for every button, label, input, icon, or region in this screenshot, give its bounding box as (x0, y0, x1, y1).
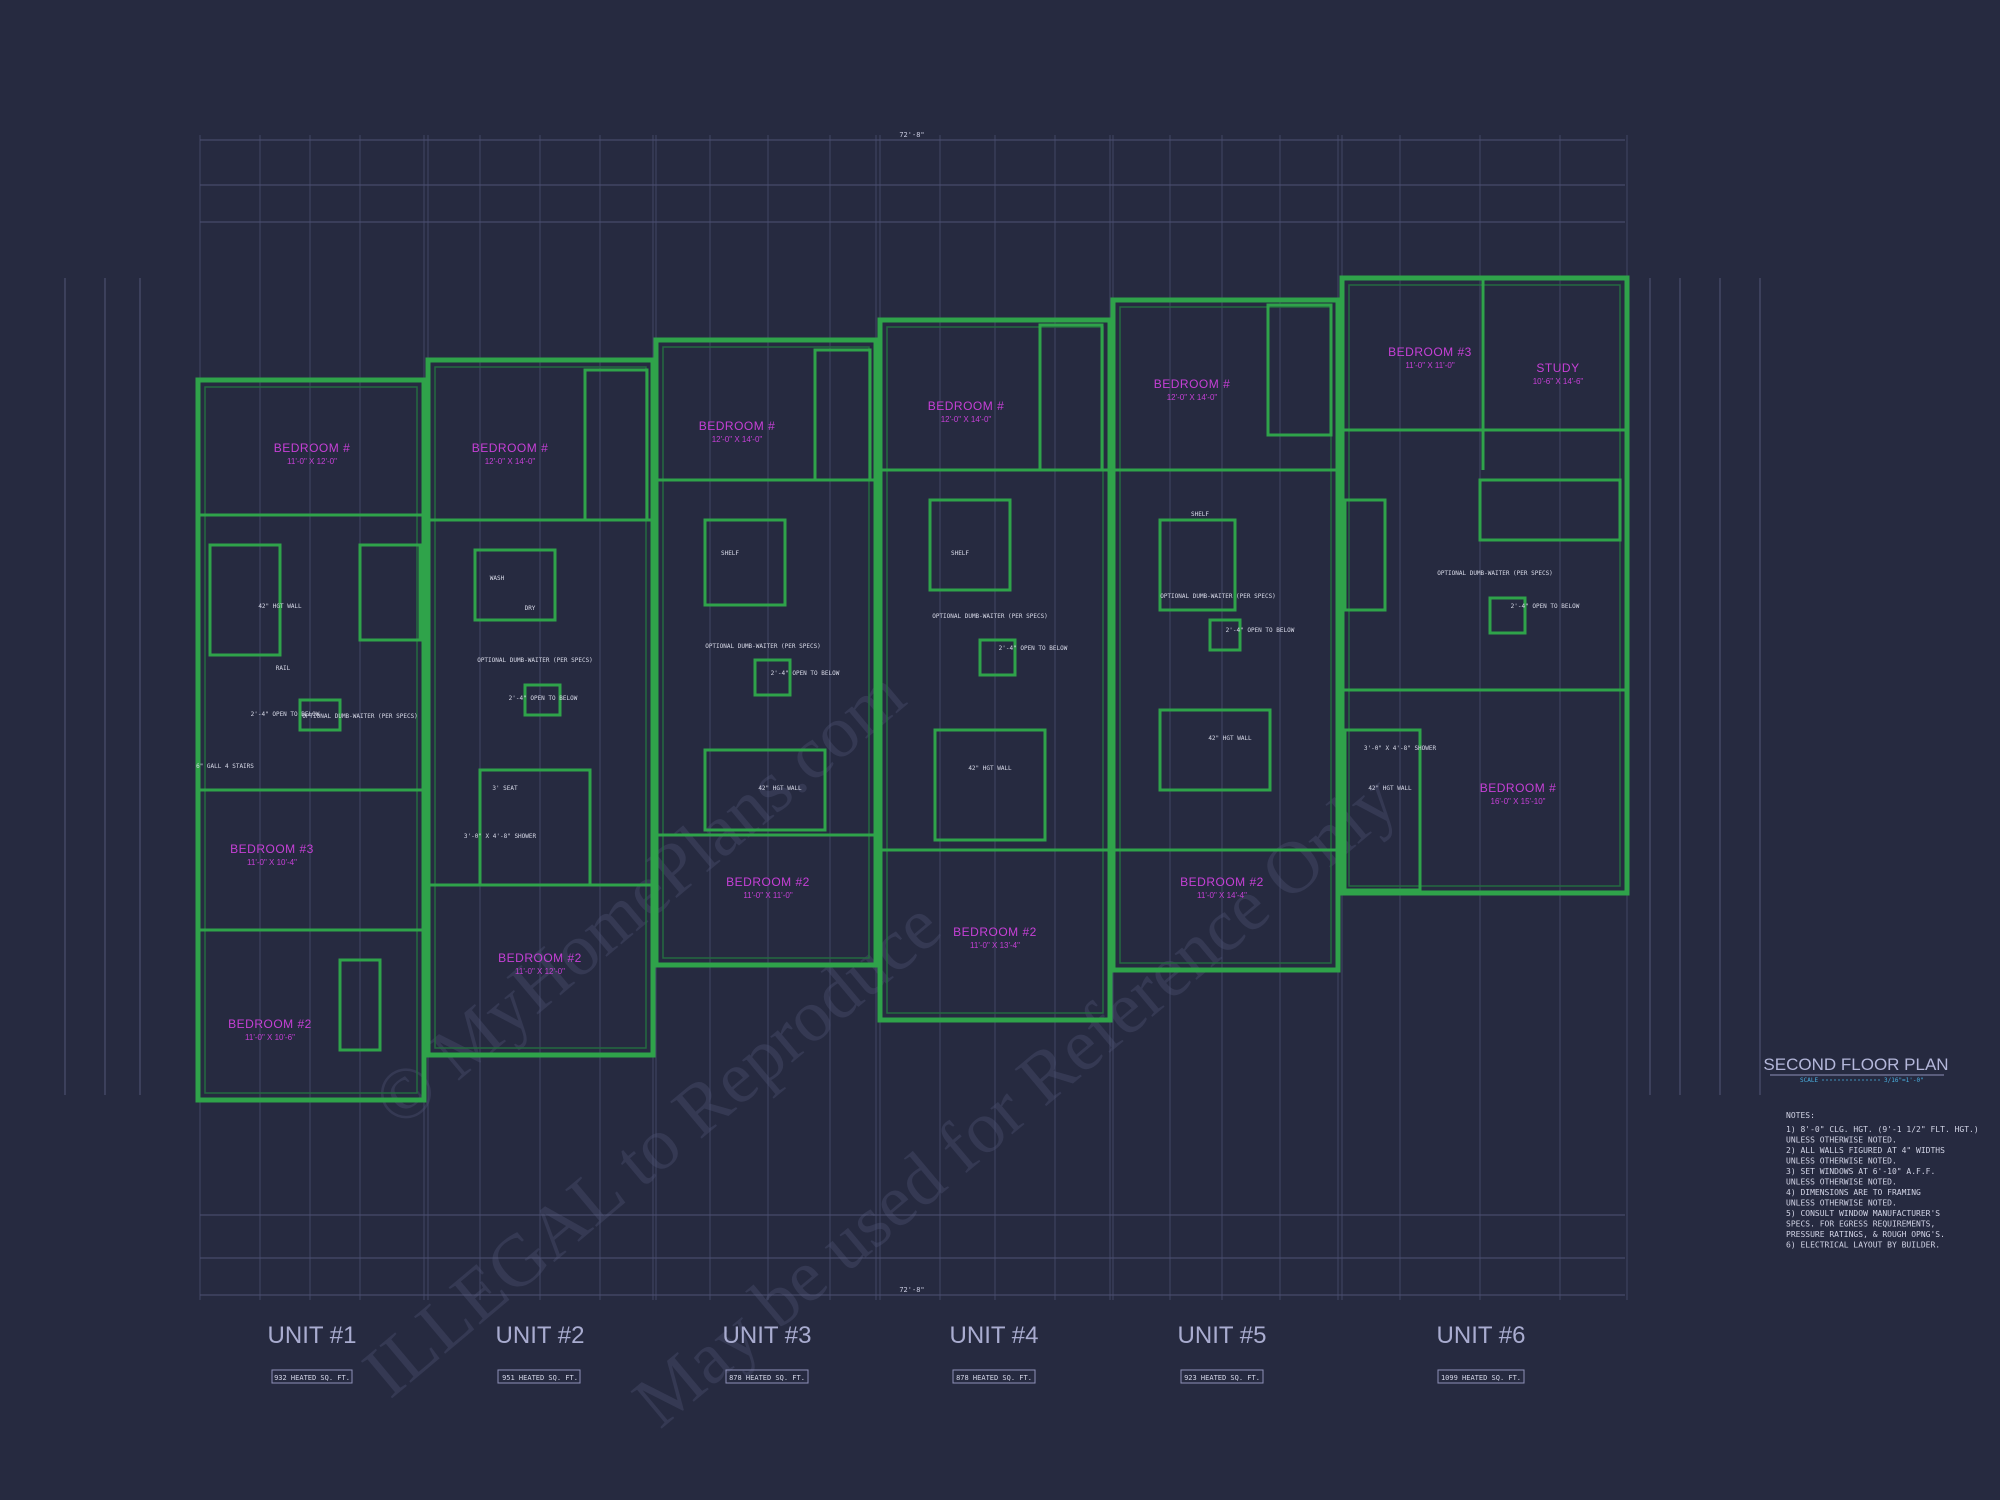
fixture-label: RAIL (276, 665, 291, 672)
room-size: 12'-0" X 14'-0" (941, 415, 992, 424)
room-size: 12'-0" X 14'-0" (1167, 393, 1218, 402)
fixture-label: 2'-4" OPEN TO BELOW (251, 711, 320, 718)
fixture-label: 2'-4" OPEN TO BELOW (1511, 603, 1580, 610)
fixture-label: SHELF (1191, 511, 1209, 518)
note-line: UNLESS OTHERWISE NOTED. (1786, 1136, 1897, 1145)
fixture-label: 3' SEAT (492, 785, 518, 792)
overall-dim-top: 72'-8" (899, 131, 924, 139)
plan-notes: NOTES: 1) 8'-0" CLG. HGT. (9'-1 1/2" FLT… (1786, 1111, 1979, 1250)
fixture-label: 42" HGT WALL (258, 603, 302, 610)
room-name: BEDROOM # (1154, 377, 1231, 391)
unit-title: UNIT #1 (268, 1322, 357, 1349)
fixture-label: 2'-4" OPEN TO BELOW (509, 695, 578, 702)
room-name: BEDROOM # (274, 441, 351, 455)
fixture-label: OPTIONAL DUMB-WAITER (PER SPECS) (1160, 593, 1276, 600)
scale-label: SCALE (1800, 1077, 1818, 1084)
room-name: BEDROOM #2 (1180, 875, 1264, 889)
fixture-label: 2'-4" OPEN TO BELOW (999, 645, 1068, 652)
plan-title-block: SECOND FLOOR PLAN SCALE 3/16"=1'-0" (1763, 1055, 1948, 1084)
watermark-line-1: © MyHomePlans.com (358, 653, 920, 1143)
fixture-label: 2'-4" OPEN TO BELOW (771, 670, 840, 677)
fixture-label: 42" HGT WALL (1208, 735, 1252, 742)
unit-labels: UNIT #1 932 HEATED SQ. FT. UNIT #2 951 H… (268, 1322, 1526, 1384)
fixture-label: 3'-0" X 4'-8" SHOWER (464, 833, 537, 840)
unit-sqft: 932 HEATED SQ. FT. (274, 1374, 350, 1382)
plan-title: SECOND FLOOR PLAN (1763, 1055, 1948, 1074)
note-line: 3) SET WINDOWS AT 6'-10" A.F.F. (1786, 1167, 1935, 1176)
room-name: BEDROOM #2 (726, 875, 810, 889)
unit-title: UNIT #5 (1178, 1322, 1267, 1349)
room-size: 11'-0" X 11'-0" (743, 891, 793, 900)
unit-sqft: 878 HEATED SQ. FT. (729, 1374, 805, 1382)
room-name: BEDROOM # (928, 399, 1005, 413)
unit-sqft: 878 HEATED SQ. FT. (956, 1374, 1032, 1382)
unit-title: UNIT #6 (1437, 1322, 1526, 1349)
room-size: 11'-0" X 12'-0" (287, 457, 337, 466)
notes-header: NOTES: (1786, 1111, 1815, 1120)
note-line: 4) DIMENSIONS ARE TO FRAMING (1786, 1188, 1921, 1197)
dimension-lines (64, 139, 1761, 1296)
note-line: 5) CONSULT WINDOW MANUFACTURER'S (1786, 1209, 1940, 1218)
room-size: 11'-0" X 10'-4" (247, 858, 297, 867)
note-line: UNLESS OTHERWISE NOTED. (1786, 1157, 1897, 1166)
scale-value: 3/16"=1'-0" (1884, 1077, 1924, 1084)
unit-sqft: 951 HEATED SQ. FT. (502, 1374, 578, 1382)
room-name: BEDROOM # (699, 419, 776, 433)
fixture-label: 6" GALL 4 STAIRS (196, 763, 254, 770)
room-name: BEDROOM #2 (228, 1017, 312, 1031)
note-line: UNLESS OTHERWISE NOTED. (1786, 1199, 1897, 1208)
fixture-label: 42" HGT WALL (968, 765, 1012, 772)
room-name: BEDROOM #2 (953, 925, 1037, 939)
room-size: 16'-0" X 15'-10" (1491, 797, 1546, 806)
room-size: 12'-0" X 14'-0" (712, 435, 763, 444)
unit-sqft: 923 HEATED SQ. FT. (1184, 1374, 1260, 1382)
fixture-label: 42" HGT WALL (1368, 785, 1412, 792)
room-labels: BEDROOM # 11'-0" X 12'-0" BEDROOM #3 11'… (228, 345, 1583, 1042)
note-line: 1) 8'-0" CLG. HGT. (9'-1 1/2" FLT. HGT.) (1786, 1125, 1979, 1134)
room-size: 11'-0" X 10'-6" (245, 1033, 295, 1042)
unit-title: UNIT #2 (496, 1322, 585, 1349)
fixture-label: SHELF (951, 550, 969, 557)
room-size: 11'-0" X 12'-0" (515, 967, 565, 976)
room-size: 10'-6" X 14'-6" (1533, 377, 1584, 386)
room-name: BEDROOM #2 (498, 951, 582, 965)
fixture-label: OPTIONAL DUMB-WAITER (PER SPECS) (302, 713, 418, 720)
room-size: 11'-0" X 11'-0" (1405, 361, 1455, 370)
note-line: 6) ELECTRICAL LAYOUT BY BUILDER. (1786, 1241, 1940, 1250)
room-name: BEDROOM #3 (1388, 345, 1472, 359)
unit-title: UNIT #4 (950, 1322, 1039, 1349)
note-line: 2) ALL WALLS FIGURED AT 4" WIDTHS (1786, 1146, 1945, 1155)
room-name: STUDY (1536, 361, 1579, 375)
vertical-grid (199, 135, 1628, 1300)
fixture-labels: 42" HGT WALL RAIL 2'-4" OPEN TO BELOW OP… (196, 511, 1580, 840)
unit-title: UNIT #3 (723, 1322, 812, 1349)
room-name: BEDROOM # (472, 441, 549, 455)
fixture-label: WASH (490, 575, 505, 582)
room-size: 11'-0" X 14'-4" (1197, 891, 1247, 900)
room-name: BEDROOM # (1480, 781, 1557, 795)
fixture-label: OPTIONAL DUMB-WAITER (PER SPECS) (477, 657, 593, 664)
fixture-label: OPTIONAL DUMB-WAITER (PER SPECS) (1437, 570, 1553, 577)
room-size: 11'-0" X 13'-4" (970, 941, 1020, 950)
note-line: UNLESS OTHERWISE NOTED. (1786, 1178, 1897, 1187)
fixture-label: OPTIONAL DUMB-WAITER (PER SPECS) (705, 643, 821, 650)
note-line: SPECS. FOR EGRESS REQUIREMENTS, (1786, 1220, 1935, 1229)
note-line: PRESSURE RATINGS, & ROUGH OPNG'S. (1786, 1230, 1945, 1239)
unit-sqft: 1099 HEATED SQ. FT. (1441, 1374, 1521, 1382)
fixture-label: DRY (525, 605, 536, 612)
overall-dim-bottom: 72'-8" (899, 1286, 924, 1294)
fixture-label: 42" HGT WALL (758, 785, 802, 792)
room-name: BEDROOM #3 (230, 842, 314, 856)
fixture-label: OPTIONAL DUMB-WAITER (PER SPECS) (932, 613, 1048, 620)
fixture-label: 3'-0" X 4'-8" SHOWER (1364, 745, 1437, 752)
fixture-label: 2'-4" OPEN TO BELOW (1226, 627, 1295, 634)
room-size: 12'-0" X 14'-0" (485, 457, 536, 466)
fixture-label: SHELF (721, 550, 739, 557)
unit-walls (195, 275, 1630, 1103)
